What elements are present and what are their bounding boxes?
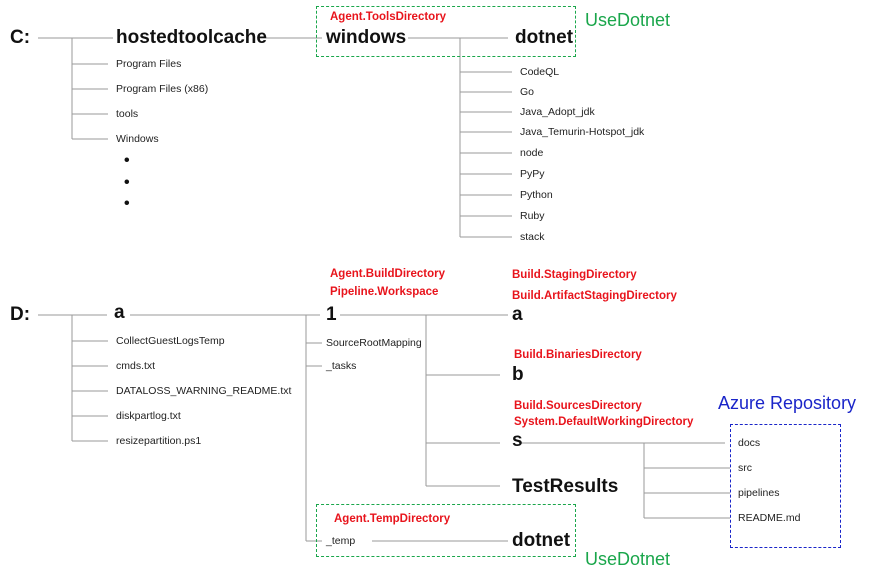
toolcache-java-temurin: Java_Temurin-Hotspot_jdk xyxy=(520,126,645,138)
label-build-staging-directory: Build.StagingDirectory xyxy=(512,269,637,281)
folder-hostedtoolcache: hostedtoolcache xyxy=(116,27,267,48)
folder-d-a: a xyxy=(114,302,125,323)
toolcache-python: Python xyxy=(520,189,553,201)
label-usedotnet-bottom: UseDotnet xyxy=(585,549,671,569)
c-child-tools: tools xyxy=(116,108,139,120)
ellipsis-dot-1: • xyxy=(124,152,130,169)
a-child-resizepartition: resizepartition.ps1 xyxy=(116,435,202,447)
folder-binaries-b: b xyxy=(512,364,524,385)
label-agent-tools-directory: Agent.ToolsDirectory xyxy=(330,11,447,23)
a-child-cmds: cmds.txt xyxy=(116,360,156,372)
toolcache-pypy: PyPy xyxy=(520,168,545,180)
drive-c: C: xyxy=(10,27,31,48)
repo-child-docs: docs xyxy=(738,437,761,449)
usedotnet-box-top xyxy=(316,6,576,57)
toolcache-stack: stack xyxy=(520,231,545,243)
label-build-binaries-directory: Build.BinariesDirectory xyxy=(514,349,642,361)
folder-1: 1 xyxy=(326,304,337,325)
a-child-collectguestlogstemp: CollectGuestLogsTemp xyxy=(116,335,225,347)
folder-staging-a: a xyxy=(512,304,523,325)
label-system-default-working-directory: System.DefaultWorkingDirectory xyxy=(514,416,694,428)
toolcache-node: node xyxy=(520,147,544,159)
label-pipeline-workspace: Pipeline.Workspace xyxy=(330,286,439,298)
label-agent-temp-directory: Agent.TempDirectory xyxy=(334,513,451,525)
folder-temp-dotnet: dotnet xyxy=(512,530,571,551)
usedotnet-box-bottom xyxy=(316,504,576,557)
folder-temp: _temp xyxy=(326,535,356,547)
drive-d: D: xyxy=(10,304,31,325)
toolcache-ruby: Ruby xyxy=(520,210,545,222)
repo-child-src: src xyxy=(738,462,752,474)
folder-windows: windows xyxy=(326,27,407,48)
label-agent-build-directory: Agent.BuildDirectory xyxy=(330,268,446,280)
one-child-tasks: _tasks xyxy=(326,360,357,372)
ellipsis-dot-3: • xyxy=(124,195,130,212)
c-child-program-files-x86: Program Files (x86) xyxy=(116,83,209,95)
label-usedotnet-top: UseDotnet xyxy=(585,10,671,30)
toolcache-java-adopt: Java_Adopt_jdk xyxy=(520,106,595,118)
toolcache-go: Go xyxy=(520,86,535,98)
toolcache-codeql: CodeQL xyxy=(520,66,560,78)
a-child-diskpartlog: diskpartlog.txt xyxy=(116,410,181,422)
folder-testresults: TestResults xyxy=(512,476,619,497)
label-build-sources-directory: Build.SourcesDirectory xyxy=(514,400,642,412)
c-child-windows: Windows xyxy=(116,133,159,145)
folder-dotnet-toolcache: dotnet xyxy=(515,27,574,48)
folder-sources-s: s xyxy=(512,430,523,451)
ellipsis-dot-2: • xyxy=(124,174,130,191)
repo-child-pipelines: pipelines xyxy=(738,487,780,499)
one-child-sourcerootmapping: SourceRootMapping xyxy=(326,337,422,349)
c-child-program-files: Program Files xyxy=(116,58,182,70)
label-build-artifact-staging-directory: Build.ArtifactStagingDirectory xyxy=(512,290,677,302)
label-azure-repository: Azure Repository xyxy=(718,393,857,413)
azure-repository-box xyxy=(730,424,841,548)
repo-child-readme: README.md xyxy=(738,512,801,524)
a-child-dataloss-warning: DATALOSS_WARNING_README.txt xyxy=(116,385,292,397)
